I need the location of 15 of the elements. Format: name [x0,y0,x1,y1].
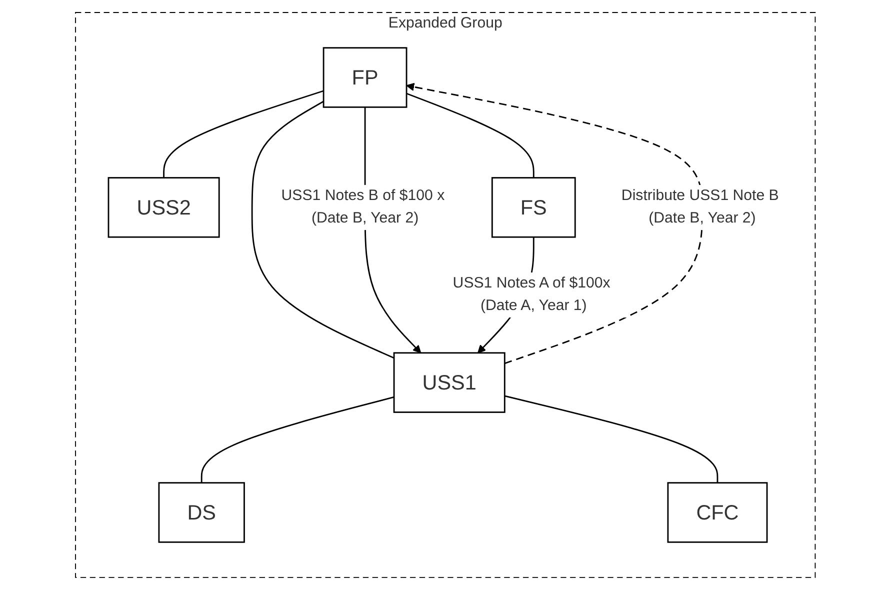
edge-label: USS1 Notes A of $100x (Date A, Year 1) [452,274,610,314]
connector [504,394,718,482]
connector [200,396,394,482]
node-box: FP [322,46,407,108]
node-box: CFC [666,482,768,542]
arrow [406,82,703,364]
connector [406,92,534,178]
node-box: USS1 [392,352,505,412]
edge-label: USS1 Notes B of $100 x (Date B, Year 2) [280,187,444,226]
node-box: USS2 [107,176,220,238]
node-box: DS [158,482,245,542]
node-box: FS [491,176,576,238]
connector [162,90,324,178]
connector [250,100,394,358]
edge-label: Distribute USS1 Note B (Date B, Year 2) [621,187,778,226]
